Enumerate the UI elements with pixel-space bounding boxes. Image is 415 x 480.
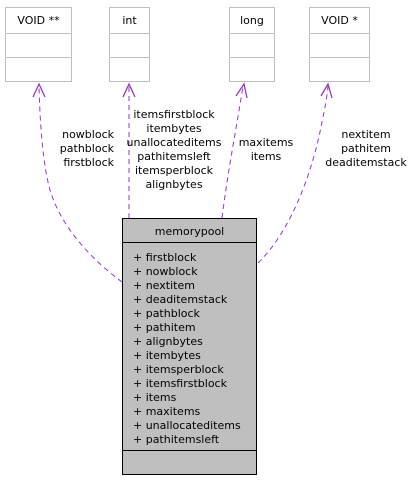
arrowhead-void-pp bbox=[32, 82, 46, 98]
arrowhead-long bbox=[235, 82, 248, 99]
class-name-long: long bbox=[240, 14, 264, 27]
edge-void-pp bbox=[38, 85, 123, 283]
edge-label-maxitems: maxitems bbox=[239, 136, 294, 149]
class-name-memorypool: memorypool bbox=[155, 225, 224, 238]
edge-labels-void-p: nextitem pathitem deaditemstack bbox=[325, 128, 407, 169]
edge-label-unallocateditems: unallocateditems bbox=[127, 136, 222, 149]
memorypool-attribute-list: + firstblock+ nowblock+ nextitem+ deadit… bbox=[133, 251, 241, 446]
class-box-int: int bbox=[109, 7, 150, 82]
attribute-item: + deaditemstack bbox=[133, 293, 228, 306]
edge-label-itembytes: itembytes bbox=[146, 122, 201, 135]
edge-label-nextitem: nextitem bbox=[341, 128, 390, 141]
edge-label-nowblock: nowblock bbox=[62, 128, 115, 141]
attribute-item: + itemsfirstblock bbox=[133, 377, 228, 390]
class-box-memorypool: memorypool + firstblock+ nowblock+ nexti… bbox=[122, 218, 257, 475]
attribute-item: + pathitemsleft bbox=[133, 433, 220, 446]
arrowhead-int bbox=[122, 82, 136, 98]
edge-label-itemsperblock: itemsperblock bbox=[135, 164, 214, 177]
attribute-item: + nextitem bbox=[133, 279, 195, 292]
edge-label-items: items bbox=[251, 150, 282, 163]
class-box-long: long bbox=[229, 7, 275, 82]
edge-void-p bbox=[257, 85, 329, 264]
edge-long bbox=[221, 85, 244, 219]
attribute-item: + itemsperblock bbox=[133, 363, 224, 376]
edge-labels-void-pp: nowblock pathblock firstblock bbox=[60, 128, 115, 169]
edge-label-pathblock: pathblock bbox=[60, 142, 115, 155]
edge-label-pathitem: pathitem bbox=[341, 142, 391, 155]
attribute-item: + alignbytes bbox=[133, 335, 203, 348]
edge-label-alignbytes: alignbytes bbox=[145, 178, 202, 191]
attribute-item: + itembytes bbox=[133, 349, 201, 362]
edge-label-deaditemstack: deaditemstack bbox=[325, 156, 407, 169]
attribute-item: + unallocateditems bbox=[133, 419, 241, 432]
attribute-item: + pathitem bbox=[133, 321, 196, 334]
attribute-item: + firstblock bbox=[133, 251, 197, 264]
edge-label-itemsfirstblock: itemsfirstblock bbox=[133, 108, 215, 121]
attribute-item: + nowblock bbox=[133, 265, 198, 278]
attribute-item: + pathblock bbox=[133, 307, 201, 320]
class-box-void-pp: VOID ** bbox=[5, 7, 72, 82]
arrowhead-void-p bbox=[320, 82, 333, 99]
edge-label-firstblock: firstblock bbox=[63, 156, 114, 169]
edge-label-pathitemsleft: pathitemsleft bbox=[137, 150, 211, 163]
edge-labels-long: maxitems items bbox=[239, 136, 294, 163]
edge-labels-int: itemsfirstblock itembytes unallocatedite… bbox=[127, 108, 222, 191]
class-name-void-p: VOID * bbox=[321, 14, 358, 27]
attribute-item: + items bbox=[133, 391, 177, 404]
class-name-int: int bbox=[122, 14, 137, 27]
attribute-item: + maxitems bbox=[133, 405, 201, 418]
class-name-void-pp: VOID ** bbox=[17, 14, 60, 27]
class-box-void-p: VOID * bbox=[309, 7, 370, 82]
